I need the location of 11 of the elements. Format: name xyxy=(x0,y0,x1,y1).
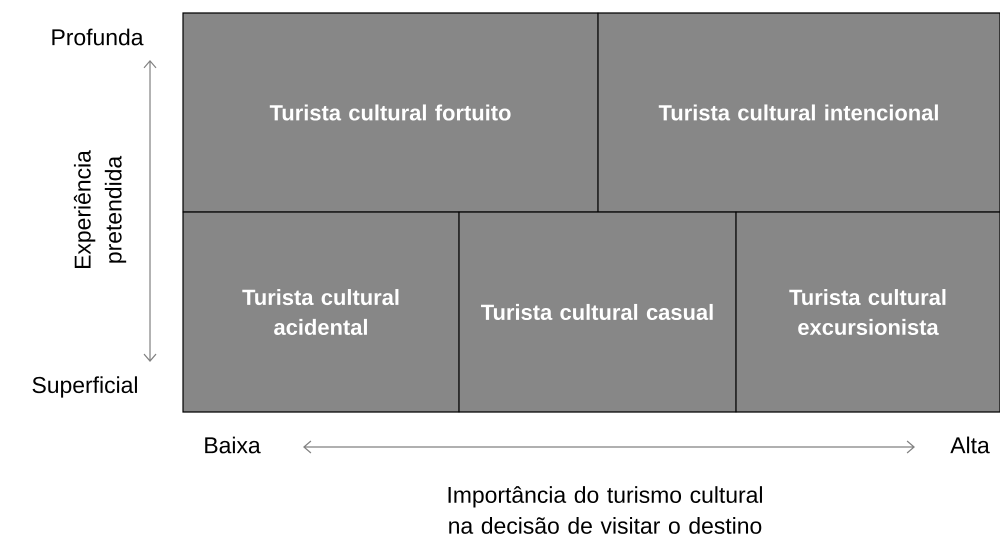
category-box: Turista cultural acidental xyxy=(182,211,460,413)
category-box: Turista cultural excursionista xyxy=(735,211,1000,413)
category-box: Turista cultural fortuito xyxy=(182,12,599,213)
axis-label: Superficial xyxy=(32,376,137,398)
axis-label: Alta xyxy=(950,436,990,454)
axis-label: Experiência pretendida xyxy=(74,150,126,268)
axis-label: Importância do turismo cultural na decisão de visitar o destino xyxy=(448,486,762,534)
category-box: Turista cultural casual xyxy=(458,211,737,413)
axis-label: Profunda xyxy=(52,28,144,46)
axis-label: Baixa xyxy=(205,436,261,454)
category-box: Turista cultural intencional xyxy=(597,12,1000,213)
